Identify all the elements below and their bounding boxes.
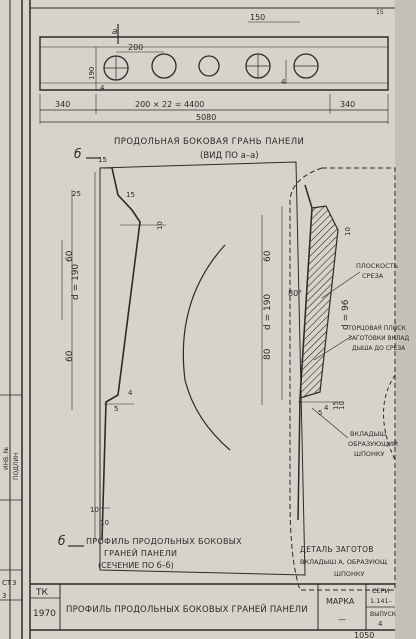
section-mark: a bbox=[112, 27, 118, 37]
dim-text: 15 bbox=[126, 191, 135, 199]
dim-text: 200 × 22 = 4400 bbox=[135, 100, 204, 109]
dim-text: 5080 bbox=[196, 113, 216, 122]
dim-text: 60 bbox=[263, 250, 273, 262]
dim-text: 200 bbox=[128, 43, 143, 52]
caption-line: ГРАНЕЙ ПАНЕЛИ bbox=[104, 547, 177, 558]
angle-text: 80° bbox=[288, 289, 302, 298]
title-block-seria-value: 1.141– bbox=[370, 597, 392, 605]
side-strip-label: 3 bbox=[2, 592, 6, 600]
dim-text: 150 bbox=[250, 13, 265, 22]
left-profile: б d = 190 60 60 15 25 15 10 4 5 10 10 б bbox=[58, 147, 306, 576]
dim-text: 4 bbox=[100, 84, 105, 92]
dim-text: 60 bbox=[65, 250, 75, 262]
dim-text: 5 bbox=[114, 405, 118, 413]
detail-boundary bbox=[289, 167, 396, 591]
note-text: ОБРАЗУЮЩИЙ bbox=[348, 439, 398, 448]
dim-text: 4 bbox=[281, 78, 286, 86]
hole-circle bbox=[151, 53, 177, 79]
title-block-name: ПРОФИЛЬ ПРОДОЛЬНЫХ БОКОВЫХ ГРАНЕЙ ПАНЕЛИ bbox=[66, 603, 308, 615]
top-view: 200 150 15 a 190 4 4 340 200 × 22 = 4400… bbox=[39, 9, 389, 124]
dim-text: 25 bbox=[72, 190, 81, 198]
title-block-number: 1050 bbox=[354, 631, 374, 639]
title-block-marka-label: МАРКА bbox=[326, 597, 355, 606]
title-block-year: 1970 bbox=[33, 609, 56, 619]
side-strip-label: 3 bbox=[12, 579, 16, 587]
dim-text: 15 bbox=[98, 156, 107, 164]
note-text: ШПОНКУ bbox=[354, 450, 384, 458]
profile-line bbox=[297, 184, 313, 521]
dim-text: 10 bbox=[90, 506, 99, 514]
arc-line bbox=[182, 244, 231, 451]
title-block-vypusk-label: ВЫПУСК bbox=[370, 611, 397, 618]
caption-line: (СЕЧЕНИЕ ПО б–б) bbox=[98, 561, 174, 570]
dim-text: 10 bbox=[156, 221, 164, 230]
dim-text: 340 bbox=[340, 100, 355, 109]
dim-text: 5 bbox=[318, 409, 322, 417]
note-text: ЗАГОТОВКИ ВКЛАД bbox=[348, 335, 409, 342]
note-text: СРЕЗА bbox=[362, 272, 384, 280]
dim-text: d = 190 bbox=[71, 264, 81, 300]
profile-line bbox=[101, 167, 141, 541]
note-text: ДЫША ДО СРЕЗА bbox=[352, 345, 406, 352]
title-block-seria-label: СЕРИ bbox=[372, 587, 390, 595]
view-subtitle: (ВИД ПО а–а) bbox=[200, 151, 259, 161]
note-text: ВКЛАДЫШ bbox=[350, 430, 386, 438]
dim-text: 4 bbox=[324, 404, 329, 412]
dim-text: 15 bbox=[332, 401, 340, 410]
side-strip-label: ИНВ. № bbox=[3, 447, 10, 470]
dim-text: 10 bbox=[344, 227, 352, 236]
right-profile: d = 190 d = 96 60 80 80° 10 5 4 15 10 ПЛ… bbox=[261, 167, 409, 591]
hole-row bbox=[103, 53, 319, 81]
title-block-marka-value: — bbox=[338, 615, 346, 624]
dim-text: 60 bbox=[65, 350, 75, 362]
caption-line: ДЕТАЛЬ ЗАГОТОВ bbox=[300, 545, 374, 554]
caption-line: ШПОНКУ bbox=[334, 570, 364, 578]
caption-line: ВКЛАДЫШ А, ОБРАЗУЮЩ bbox=[300, 558, 387, 566]
view-title: ПРОДОЛЬНАЯ БОКОВАЯ ГРАНЬ ПАНЕЛИ bbox=[114, 137, 304, 147]
dim-text: 80 bbox=[263, 348, 273, 360]
title-block-tk: ТК bbox=[35, 588, 48, 598]
caption-line: ПРОФИЛЬ ПРОДОЛЬНЫХ БОКОВЫХ bbox=[86, 537, 242, 546]
dim-text: 340 bbox=[55, 100, 70, 109]
dim-text: 190 bbox=[88, 67, 96, 80]
panel-face-outline bbox=[39, 36, 389, 91]
dim-text: 10 bbox=[100, 519, 109, 527]
section-mark: б bbox=[74, 147, 82, 161]
dim-text: 10 bbox=[338, 401, 346, 410]
title-block: ТК 1970 ПРОФИЛЬ ПРОДОЛЬНЫХ БОКОВЫХ ГРАНЕ… bbox=[30, 583, 397, 639]
dim-text: 4 bbox=[128, 389, 133, 397]
board-outline bbox=[99, 161, 306, 576]
dim-text: 15 bbox=[376, 9, 384, 16]
side-strip-label: СТ bbox=[2, 579, 12, 587]
note-text: ТОРЦОВАЯ ПЛОСК bbox=[347, 325, 407, 332]
dim-text: d = 190 bbox=[263, 294, 273, 330]
note-text: ПЛОСКОСТЬ bbox=[356, 262, 398, 270]
section-mark: б bbox=[58, 534, 66, 548]
dim-text: d = 96 bbox=[341, 299, 351, 330]
side-strip-label: ПОДЛИН bbox=[13, 453, 20, 480]
hole-circle bbox=[198, 55, 220, 77]
left-binding-strip: ПОДЛИН ИНВ. № 3 СТ 3 bbox=[0, 0, 23, 639]
page-edge-shadow bbox=[395, 0, 416, 639]
title-block-vypusk-value: 4 bbox=[378, 620, 383, 628]
